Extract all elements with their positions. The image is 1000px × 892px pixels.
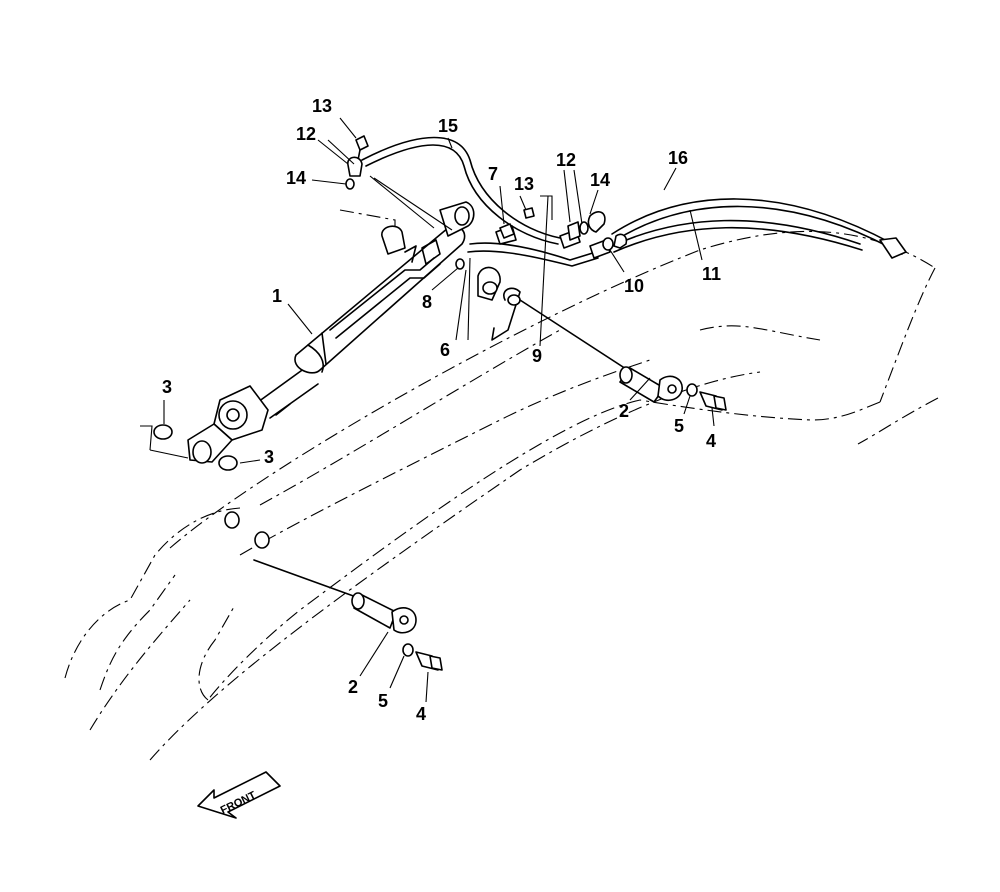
callout-4-lower: 4 xyxy=(416,704,426,724)
callout-2-upper: 2 xyxy=(619,401,629,421)
callout-12-right: 12 xyxy=(556,150,576,170)
callout-1: 1 xyxy=(272,286,282,306)
callout-11: 11 xyxy=(702,264,721,284)
callout-3-lower: 3 xyxy=(264,447,274,467)
callout-numbers: 1 2 2 3 3 4 4 5 5 6 7 8 9 10 11 12 12 13… xyxy=(162,96,721,724)
callout-16: 16 xyxy=(668,148,688,168)
leader-lines xyxy=(163,117,715,703)
small-parts xyxy=(345,135,628,270)
callout-13-right: 13 xyxy=(514,174,534,194)
boom-outline xyxy=(64,209,939,761)
pins-and-fasteners xyxy=(140,266,727,671)
callout-14-right: 14 xyxy=(590,170,610,190)
callout-15: 15 xyxy=(438,116,458,136)
callout-12-left: 12 xyxy=(296,124,316,144)
callout-8: 8 xyxy=(422,292,432,312)
callout-2-lower: 2 xyxy=(348,677,358,697)
callout-5-upper: 5 xyxy=(674,416,684,436)
callout-10: 10 xyxy=(624,276,644,296)
callout-9: 9 xyxy=(532,346,542,366)
front-arrow: FRONT xyxy=(197,771,281,819)
callout-3-upper: 3 xyxy=(162,377,172,397)
callout-4-upper: 4 xyxy=(706,431,716,451)
callout-5-lower: 5 xyxy=(378,691,388,711)
callout-14-left: 14 xyxy=(286,168,306,188)
boom-cylinder xyxy=(187,201,475,464)
callout-13-left: 13 xyxy=(312,96,332,116)
callout-6: 6 xyxy=(440,340,450,360)
callout-7: 7 xyxy=(488,164,498,184)
